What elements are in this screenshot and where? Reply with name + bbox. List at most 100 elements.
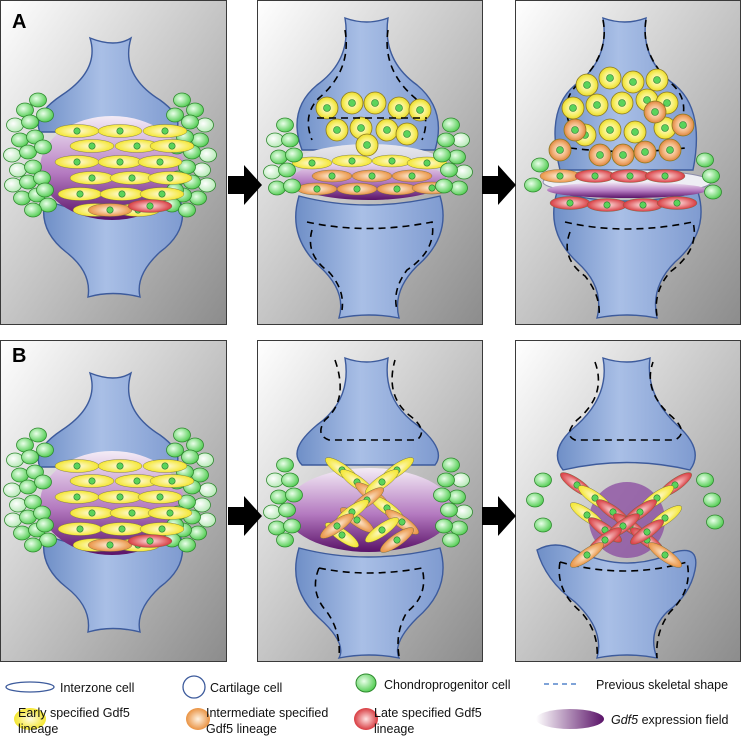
late-lineage-swatch: [354, 708, 378, 730]
lineage-cell: [380, 527, 414, 553]
early-specified-cell: [99, 522, 145, 536]
early-specified-cell: [137, 155, 183, 169]
chondroprogenitor-cell: [534, 517, 552, 533]
chondroprogenitor-cell-right: [442, 532, 460, 548]
lineage-cell: [311, 169, 353, 183]
legend-intermediate-line1: Intermediate specified: [206, 706, 328, 720]
cell-nucleus: [629, 78, 637, 86]
cell-nucleus: [156, 158, 164, 166]
chondroprogenitor-cell-left: [266, 472, 284, 488]
cell-nucleus: [116, 158, 124, 166]
cell-nucleus: [666, 146, 674, 154]
cell-nucleus: [333, 522, 341, 530]
cell-nucleus: [158, 525, 166, 533]
cell-nucleus: [388, 157, 396, 165]
chondroprogenitor-cell: [531, 157, 549, 173]
cell-nucleus: [569, 104, 577, 112]
cell-nucleus: [323, 104, 331, 112]
chondroprogenitor-cell-left: [268, 180, 286, 196]
chondroprogenitor-cell-left: [6, 452, 24, 468]
interzone-cell-swatch: [5, 681, 55, 693]
chondroprogenitor-cell-left: [276, 457, 294, 473]
chondroprogenitor-cell-right: [452, 472, 470, 488]
cell-nucleus: [423, 159, 431, 167]
previous-shape-upper: [568, 361, 683, 441]
cell-nucleus: [663, 99, 671, 107]
early-specified-cell: [97, 490, 143, 504]
previous-shape-lower-right: [564, 221, 695, 317]
chondroprogenitor-cell-left: [19, 144, 37, 160]
cell-nucleus: [619, 151, 627, 159]
chondroprogenitor-cell-left: [276, 117, 294, 133]
panel-contents: [3, 16, 724, 659]
cell-nucleus: [571, 126, 579, 134]
early-specified-cell: [149, 139, 195, 153]
chondroprogenitor-cell-left: [283, 178, 301, 194]
cell-nucleus: [73, 127, 81, 135]
previous-shape-upper-right: [386, 29, 427, 141]
chondroprogenitor-cell-right: [455, 164, 473, 180]
cell-nucleus: [76, 525, 84, 533]
cell-nucleus: [679, 121, 687, 129]
cell-nucleus: [88, 509, 96, 517]
cell-nucleus: [591, 172, 599, 180]
cell-nucleus: [583, 81, 591, 89]
chondroprogenitor-cell-left: [6, 117, 24, 133]
chondroprogenitor-cell-right: [433, 147, 451, 163]
cell-nucleus: [603, 201, 611, 209]
early-specified-cell: [57, 187, 103, 201]
chondroprogenitor-cell-left: [39, 532, 57, 548]
cell-nucleus: [357, 124, 365, 132]
chondroprogenitor-cell-right: [166, 442, 184, 458]
chondroprogenitor-cell-right: [173, 92, 191, 108]
chondroprogenitor-cell-left: [263, 164, 281, 180]
chondroprogenitor-cell-left: [276, 532, 294, 548]
legend-early-line2: lineage: [18, 722, 58, 736]
chondroprogenitor-cell-left: [24, 537, 42, 553]
cell-nucleus: [583, 551, 591, 559]
panel-b1: [3, 371, 217, 633]
cell-nucleus: [639, 201, 647, 209]
lineage-cell: [376, 182, 418, 196]
cell-nucleus: [596, 151, 604, 159]
chondroprogenitor-cell: [534, 472, 552, 488]
previous-shape-lower-left: [558, 561, 598, 659]
panel-b2: [263, 356, 473, 659]
cell-nucleus: [73, 462, 81, 470]
legend-cartilage-cell: Cartilage cell: [210, 681, 282, 695]
chondroprogenitor-cell: [696, 472, 714, 488]
chondroprogenitor-cell-left: [36, 182, 54, 198]
previous-shape-lower-right: [318, 567, 425, 657]
chondroprogenitor-cell-left: [266, 132, 284, 148]
cell-nucleus: [566, 199, 574, 207]
cell-nucleus: [643, 528, 651, 536]
chondroprogenitor-cell-left: [270, 149, 288, 165]
chondroprogenitor-cell-left: [24, 202, 42, 218]
early-specified-cell: [54, 459, 100, 473]
chondroprogenitor-cell: [526, 492, 544, 508]
early-specified-cell: [109, 506, 155, 520]
lineage-cell: [586, 198, 628, 212]
cell-nucleus: [88, 174, 96, 182]
intermediate-specified-cell: [87, 203, 133, 217]
cell-nucleus: [116, 127, 124, 135]
chondroprogenitor-cell-right: [181, 449, 199, 465]
chondroprogenitor-cell-left: [9, 162, 27, 178]
intermediate-lineage-swatch: [186, 708, 210, 730]
lineage-cell: [365, 517, 399, 543]
chondroprogenitor-cell-right: [435, 178, 453, 194]
cell-nucleus: [593, 101, 601, 109]
cell-nucleus: [416, 106, 424, 114]
chondroprogenitor-cell-right: [433, 487, 451, 503]
lineage-cell: [622, 198, 664, 212]
chondroprogenitor-cell-right: [452, 132, 470, 148]
intermediate-specified-cell: [87, 538, 133, 552]
chondroprogenitor-cell: [524, 177, 542, 193]
arrow-a2: [482, 165, 516, 205]
early-specified-cell: [147, 171, 193, 185]
chondroprogenitor-cell-left: [24, 159, 42, 175]
cell-nucleus: [133, 142, 141, 150]
legend-late-line1: Late specified Gdf5: [374, 706, 482, 720]
cell-nucleus: [378, 526, 386, 534]
cell-nucleus: [333, 126, 341, 134]
